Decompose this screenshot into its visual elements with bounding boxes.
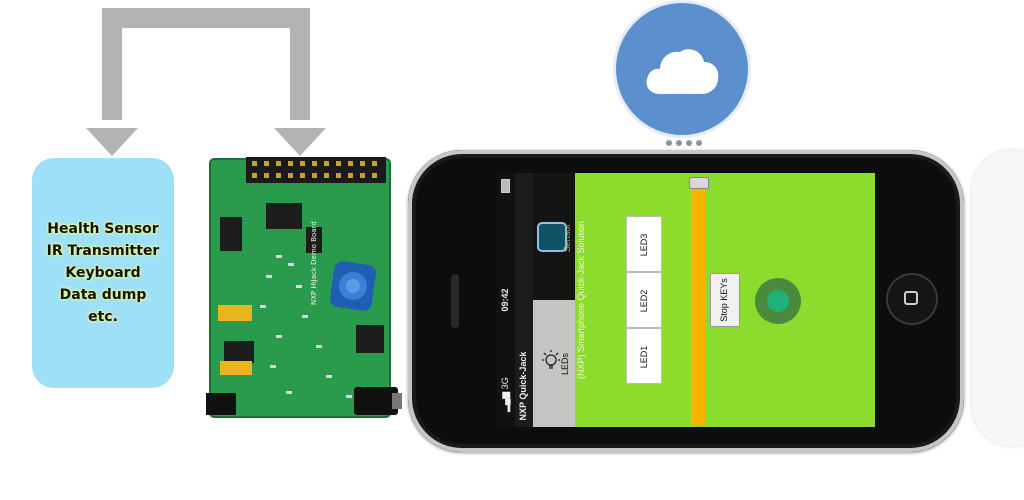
tab-leds-label: LEDs [560, 353, 570, 376]
app-subtitle: (NXP) Smartphone Quick-Jack Solution [576, 220, 586, 380]
connection-arrows [86, 8, 326, 156]
home-button-icon[interactable] [886, 273, 938, 325]
sensor-app-icon [537, 222, 567, 252]
arrow-head-right [274, 128, 326, 156]
tab-sensor-label: Sensor [562, 223, 572, 253]
cloud-dot [666, 140, 672, 146]
app-title-bar [515, 173, 533, 427]
hijack-demo-board: NXP HiJack Demo Board [206, 157, 402, 418]
slider-track[interactable] [691, 183, 705, 425]
stop-keys-button[interactable]: Stop KEYs [710, 273, 740, 327]
cloud-dot [686, 140, 692, 146]
battery-icon [501, 179, 510, 193]
cloud-dot [696, 140, 702, 146]
home-button-glyph [904, 291, 918, 305]
led1-button[interactable]: LED1 [626, 328, 662, 384]
earpiece-speaker [451, 274, 459, 328]
sensor-line-etc: etc. [88, 309, 118, 325]
status-bar [497, 173, 515, 427]
signal-icon: ▂▄▆ [500, 391, 510, 412]
led2-button[interactable]: LED2 [626, 272, 662, 328]
sensor-line-ir: IR Transmitter [46, 243, 160, 259]
second-device [972, 150, 1024, 446]
sensor-line-datadump: Data dump [59, 287, 147, 303]
key-indicator-dot [767, 290, 789, 312]
sensor-line-keyboard: Keyboard [65, 265, 141, 281]
arrow-path [102, 8, 310, 120]
pin-header [246, 157, 386, 183]
cloud-icon [646, 49, 719, 94]
status-signal: ▂▄▆ 3G [500, 377, 510, 412]
slider-handle[interactable] [689, 177, 709, 189]
cloud-dot [676, 140, 682, 146]
status-time: 09:42 [500, 288, 510, 312]
sensor-line-health: Health Sensor [47, 221, 159, 237]
lightbulb-icon [542, 350, 560, 369]
board-label: NXP HiJack Demo Board [310, 221, 318, 305]
led3-button[interactable]: LED3 [626, 216, 662, 272]
sensor-types-box: Health Sensor IR Transmitter Keyboard Da… [32, 158, 174, 388]
arrow-head-left [86, 128, 138, 156]
app-title: NXP Quick-Jack [518, 351, 528, 421]
